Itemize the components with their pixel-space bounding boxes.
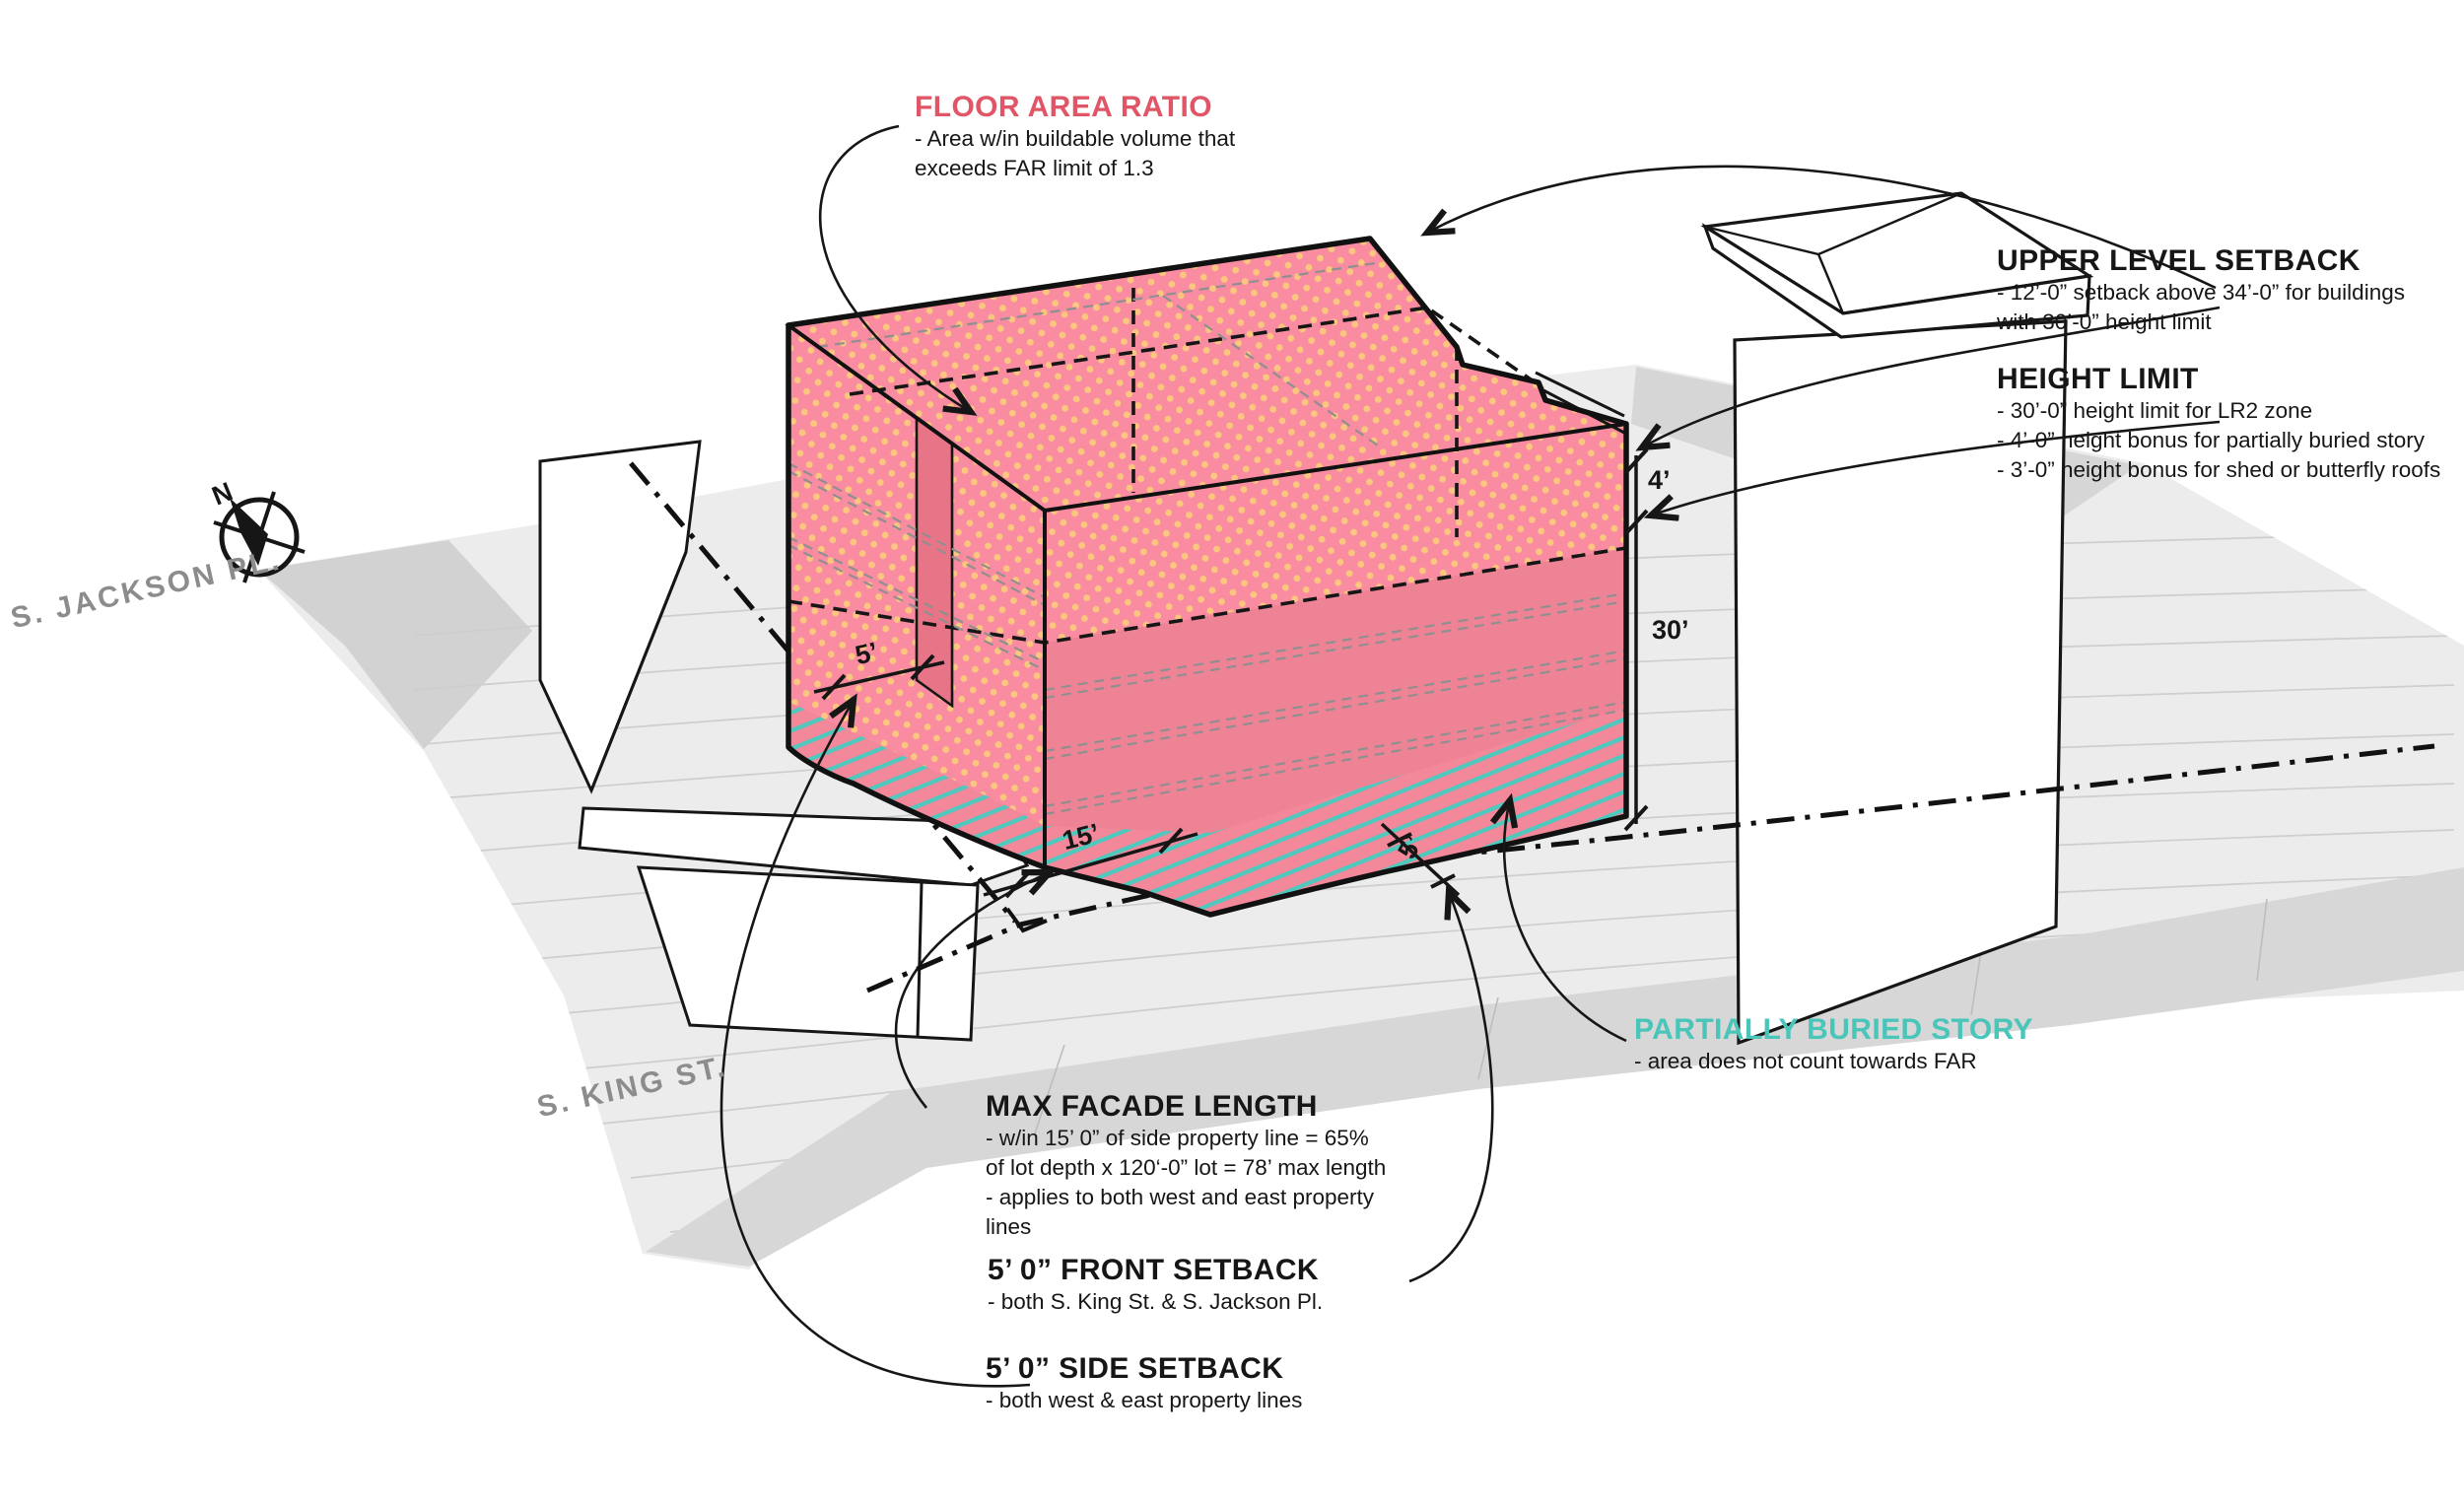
callout-title: 5’ 0” SIDE SETBACK [986, 1352, 1284, 1385]
callout-title: MAX FACADE LENGTH [986, 1090, 1318, 1123]
leader-floor-area-ratio [818, 124, 971, 412]
leader-front-setback [1408, 892, 1494, 1283]
callout-side-setback: 5’ 0” SIDE SETBACK - both west & east pr… [986, 1352, 1303, 1412]
neighbor-house-east [1700, 191, 2094, 1046]
callout-front-setback: 5’ 0” FRONT SETBACK - both S. King St. &… [988, 1254, 1324, 1314]
property-line-west [629, 461, 1017, 924]
dim-front-setback-line [1380, 822, 1461, 897]
callout-partially-buried-story: PARTIALLY BURIED STORY - area does not c… [1634, 1013, 2033, 1073]
leader-upper-level-setback-b [1642, 306, 2221, 447]
callout-title: PARTIALLY BURIED STORY [1634, 1013, 2033, 1046]
facade-notch [915, 415, 954, 709]
callout-height-limit: HEIGHT LIMIT - 30’-0” height limit for L… [1997, 363, 2441, 482]
dim-label-height-bonus: 4’ [1648, 465, 1671, 495]
leader-height-limit [1651, 420, 2221, 515]
neighbor-building-west [538, 440, 1030, 1042]
north-compass [213, 491, 306, 583]
callout-upper-level-setback: UPPER LEVEL SETBACK - 12’-0” setback abo… [1997, 244, 2405, 334]
house-roof-ridge [1704, 191, 1962, 314]
dim-label-height-limit: 30’ [1652, 615, 1689, 645]
compass-needle [230, 498, 268, 566]
callout-title: UPPER LEVEL SETBACK [1997, 244, 2361, 277]
callout-title: FLOOR AREA RATIO [915, 91, 1212, 123]
callout-title: HEIGHT LIMIT [1997, 363, 2199, 395]
callout-floor-area-ratio: FLOOR AREA RATIO - Area w/in buildable v… [915, 91, 1236, 180]
buried-story-front [1045, 708, 1626, 915]
compass-circle [219, 497, 300, 578]
street-slope-band [646, 867, 2464, 1267]
volume-front-top-edge [787, 323, 1627, 867]
property-corner-tick [1005, 907, 1048, 933]
callout-max-facade-length: MAX FACADE LENGTH - w/in 15’ 0” of side … [986, 1090, 1387, 1239]
floor-dashed-lines [787, 260, 1627, 816]
dimension-lines [813, 447, 1649, 899]
leader-lines [719, 124, 2221, 1388]
leader-upper-level-setback-a [1427, 165, 2217, 290]
leader-max-facade-length [894, 872, 1050, 1109]
leader-partially-buried-story [1504, 800, 1627, 1043]
leader-side-setback [719, 700, 1031, 1388]
buried-story-west [788, 702, 1045, 867]
jackson-slope-patch [258, 540, 532, 749]
buildable-volume [785, 236, 1629, 918]
volume-outline [786, 236, 1629, 918]
callout-title: 5’ 0” FRONT SETBACK [988, 1254, 1319, 1286]
